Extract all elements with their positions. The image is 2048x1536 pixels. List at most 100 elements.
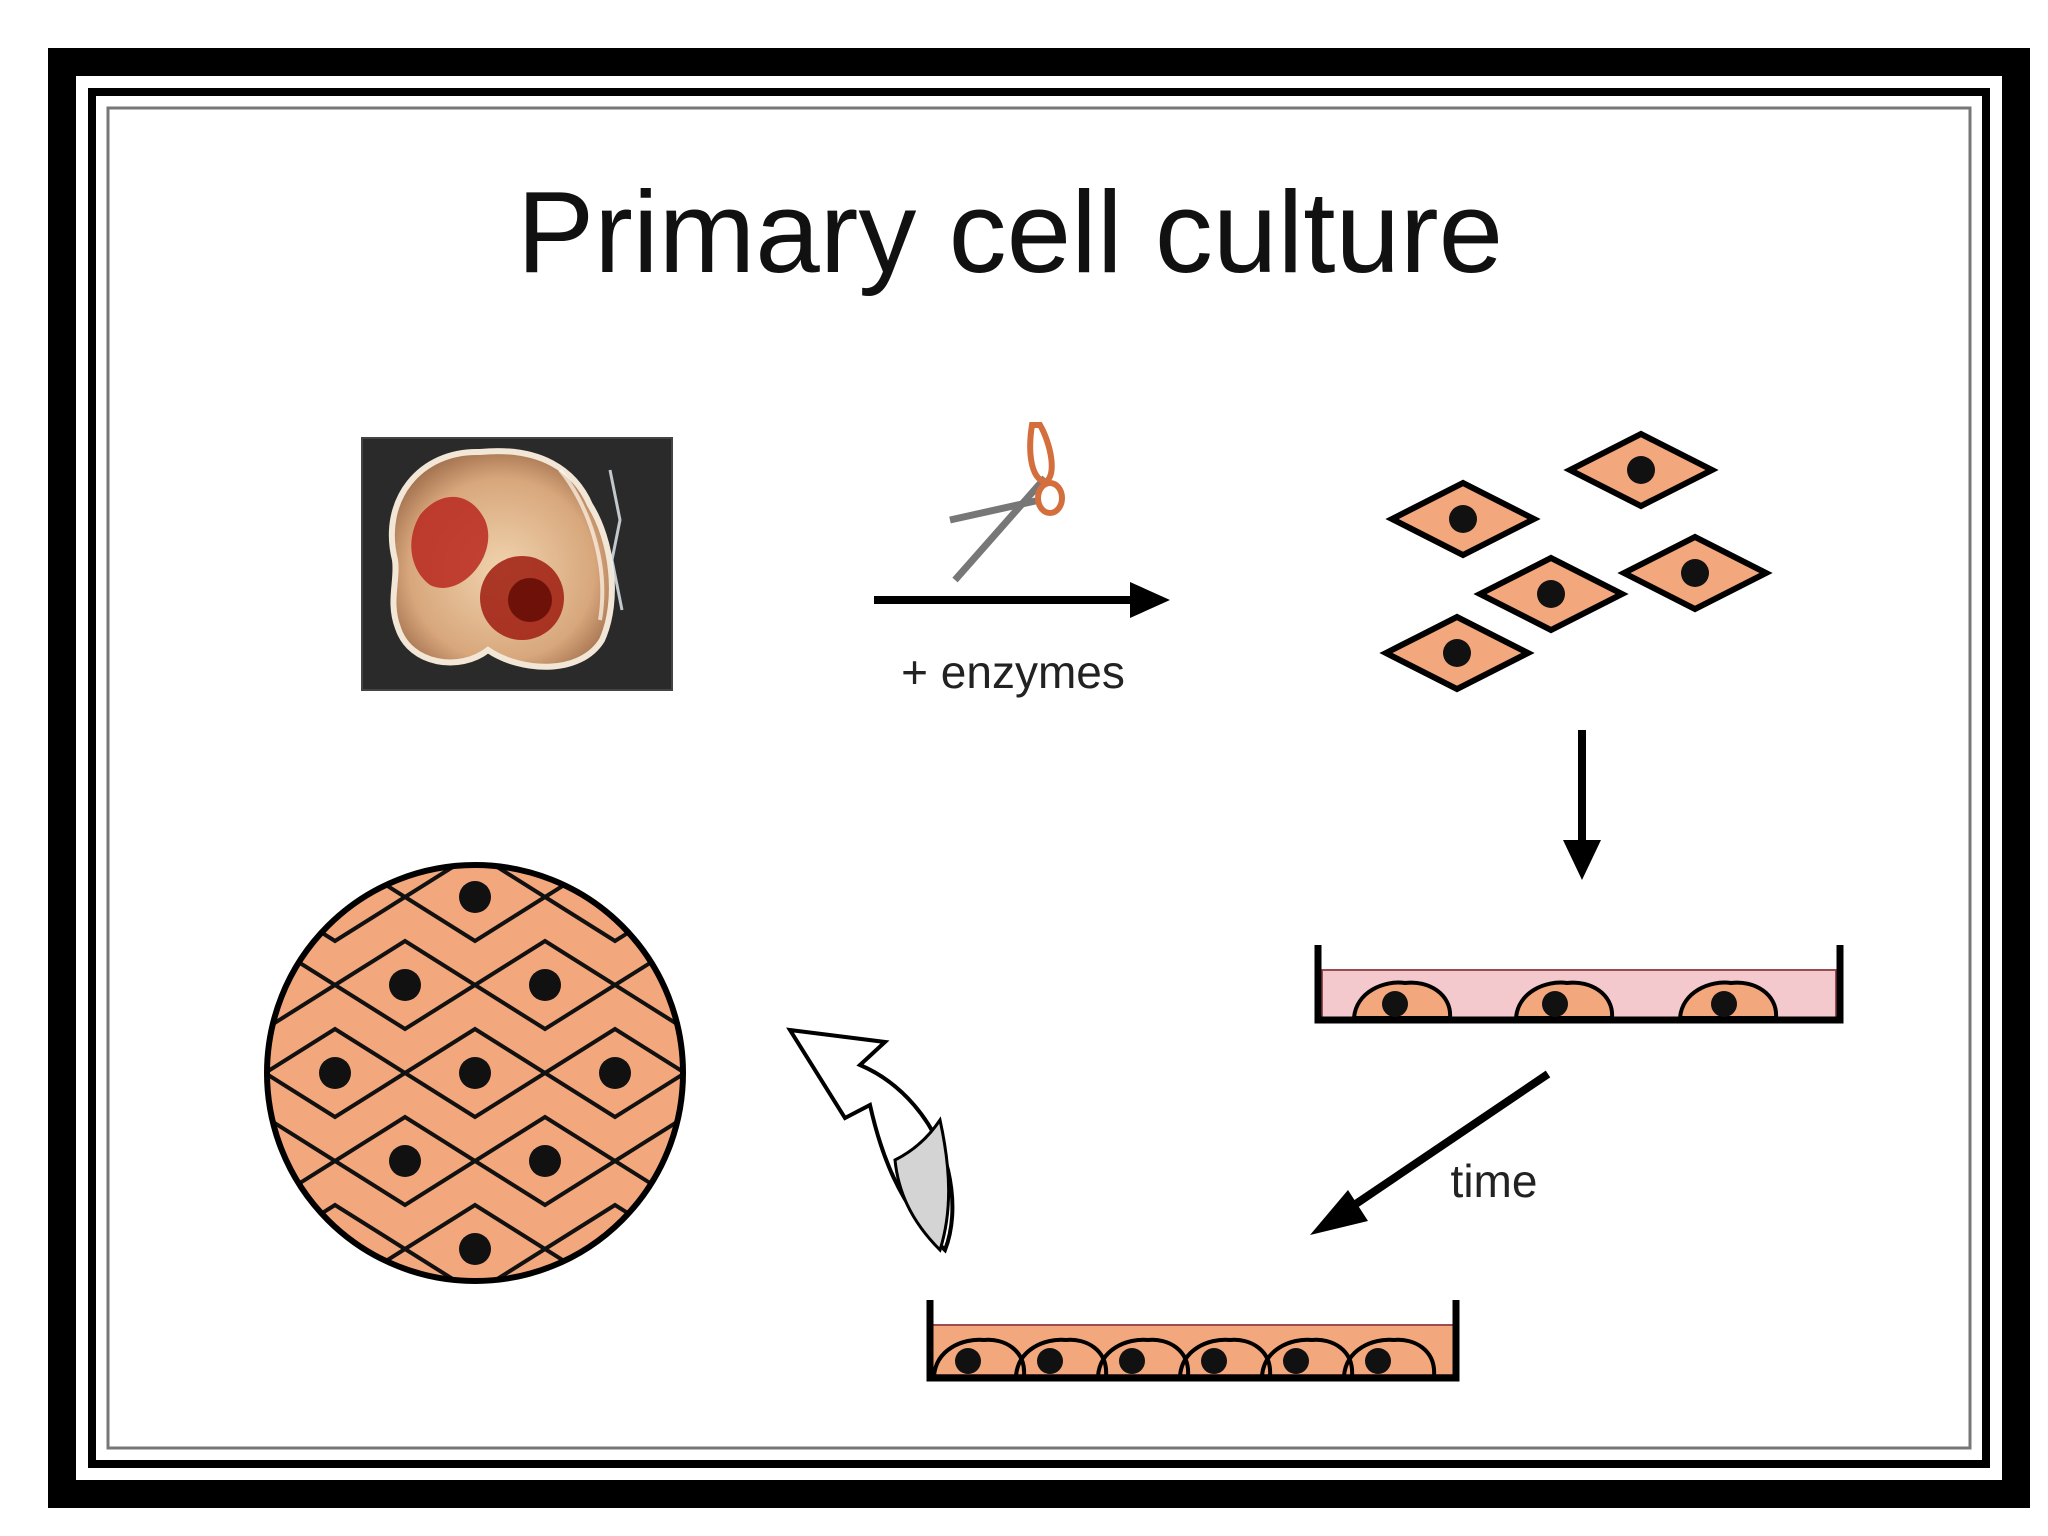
plate-cell-nucleus: [1089, 793, 1121, 825]
plate-cell: [405, 1381, 545, 1469]
diagram-title: Primary cell culture: [517, 167, 1503, 297]
plate-cell-nucleus: [809, 969, 841, 1001]
plate-cell-nucleus: [0, 1145, 1, 1177]
plate-cell-nucleus: [179, 1409, 211, 1441]
plate-cell: [755, 1117, 895, 1205]
plate-cell: [125, 1381, 265, 1469]
plate-cell-nucleus: [1019, 1409, 1051, 1441]
plate-cell-nucleus: [109, 793, 141, 825]
plate-cell-nucleus: [459, 1233, 491, 1265]
plate-cell-nucleus: [599, 1057, 631, 1089]
plate-cell: [1035, 765, 1175, 853]
plate-cell: [1035, 1117, 1175, 1205]
outer-frame: [48, 48, 2030, 1508]
dissociated-cells: [1379, 430, 1773, 693]
plate-cell-nucleus: [319, 1057, 351, 1089]
down-arrow: [1563, 730, 1601, 880]
plate-cell-nucleus: [1019, 1233, 1051, 1265]
scissors-icon: [949, 422, 1065, 583]
plate-cell: [0, 1293, 55, 1381]
plate-cell-nucleus: [389, 1145, 421, 1177]
plate-cell-nucleus: [389, 969, 421, 1001]
plate-cell: [335, 765, 475, 853]
enzyme-arrow: [874, 582, 1170, 618]
plate-cell-nucleus: [0, 793, 1, 825]
plate-cell: [195, 765, 335, 853]
plate-cell: [1035, 941, 1175, 1029]
plate-cell-nucleus: [739, 1057, 771, 1089]
plate-cell-nucleus: [949, 1145, 981, 1177]
plate-cell-nucleus: [529, 1321, 561, 1353]
frame-shadow-line: [106, 106, 1972, 1450]
plate-cell: [265, 1381, 405, 1469]
plate-cell: [335, 1293, 475, 1381]
plate-cell-nucleus: [179, 881, 211, 913]
culture-dish-initial: [1314, 945, 1844, 1024]
plate-cell: [475, 765, 615, 853]
cell-3: [1473, 554, 1629, 634]
plate-cell-nucleus: [739, 1409, 771, 1441]
plate-cell: [685, 1381, 825, 1469]
tissue-sample-image: [361, 437, 673, 691]
plate-cell: [545, 1381, 685, 1469]
confluent-cells: [932, 1337, 1437, 1377]
time-label: time: [1451, 1155, 1538, 1207]
plate-cell-nucleus: [739, 1233, 771, 1265]
plate-cell-nucleus: [109, 969, 141, 1001]
plate-cell-nucleus: [529, 793, 561, 825]
plate-cell-nucleus: [389, 793, 421, 825]
plate-cell-nucleus: [599, 1409, 631, 1441]
plate-cell-nucleus: [669, 1321, 701, 1353]
plate-cell-nucleus: [879, 1233, 911, 1265]
plate-cell-nucleus: [949, 969, 981, 1001]
plate-cell-nucleus: [809, 1321, 841, 1353]
plate-cell-nucleus: [179, 705, 211, 737]
plate-cell-nucleus: [669, 969, 683, 1001]
plate-cell: [615, 765, 755, 853]
plate-cell-nucleus: [459, 1057, 491, 1089]
plate-cell: [681, 865, 683, 944]
plate-cell-nucleus: [1019, 705, 1051, 737]
plate-cell-nucleus: [809, 1145, 841, 1177]
plate-cell-nucleus: [949, 793, 981, 825]
cell-2: [1563, 430, 1719, 510]
plate-cell-nucleus: [179, 1233, 211, 1265]
enzymes-label: + enzymes: [901, 646, 1125, 698]
plate-cell: [125, 677, 265, 765]
cell-1: [1385, 479, 1541, 559]
plate-cell: [681, 1202, 683, 1281]
plate-cell-nucleus: [1019, 1057, 1051, 1089]
time-arrow: [1310, 1070, 1551, 1235]
plate-cell-nucleus: [739, 705, 771, 737]
plate-cell-nucleus: [529, 969, 561, 1001]
plate-cell-nucleus: [809, 793, 841, 825]
plate-cell: [965, 1205, 1105, 1293]
plate-cell-nucleus: [1089, 969, 1121, 1001]
plate-cell: [965, 1029, 1105, 1117]
plate-cell-nucleus: [1089, 1145, 1121, 1177]
plate-cell-nucleus: [267, 969, 281, 1001]
plate-cell-nucleus: [879, 1409, 911, 1441]
plate-cell-nucleus: [267, 1145, 281, 1177]
plate-cell: [0, 1117, 55, 1205]
plate-cell-nucleus: [0, 1321, 1, 1353]
cell-4: [1617, 533, 1773, 613]
plate-cell-nucleus: [389, 1321, 421, 1353]
plate-cell-nucleus: [599, 705, 631, 737]
plate-cell: [755, 941, 895, 1029]
plate-cell-nucleus: [529, 1145, 561, 1177]
plate-cell-nucleus: [109, 1145, 141, 1177]
inner-frame: [88, 88, 1990, 1468]
attached-cell-2: [1513, 980, 1615, 1020]
plate-cell-nucleus: [459, 705, 491, 737]
plate-cell: [685, 677, 825, 765]
plate-cell: [267, 865, 269, 944]
plate-cell: [0, 765, 55, 853]
plate-cell: [267, 1026, 269, 1120]
plate-cell: [615, 1293, 755, 1381]
plate-cell-nucleus: [1019, 881, 1051, 913]
plate-cell: [895, 765, 1035, 853]
plate-cell-nucleus: [669, 1145, 683, 1177]
